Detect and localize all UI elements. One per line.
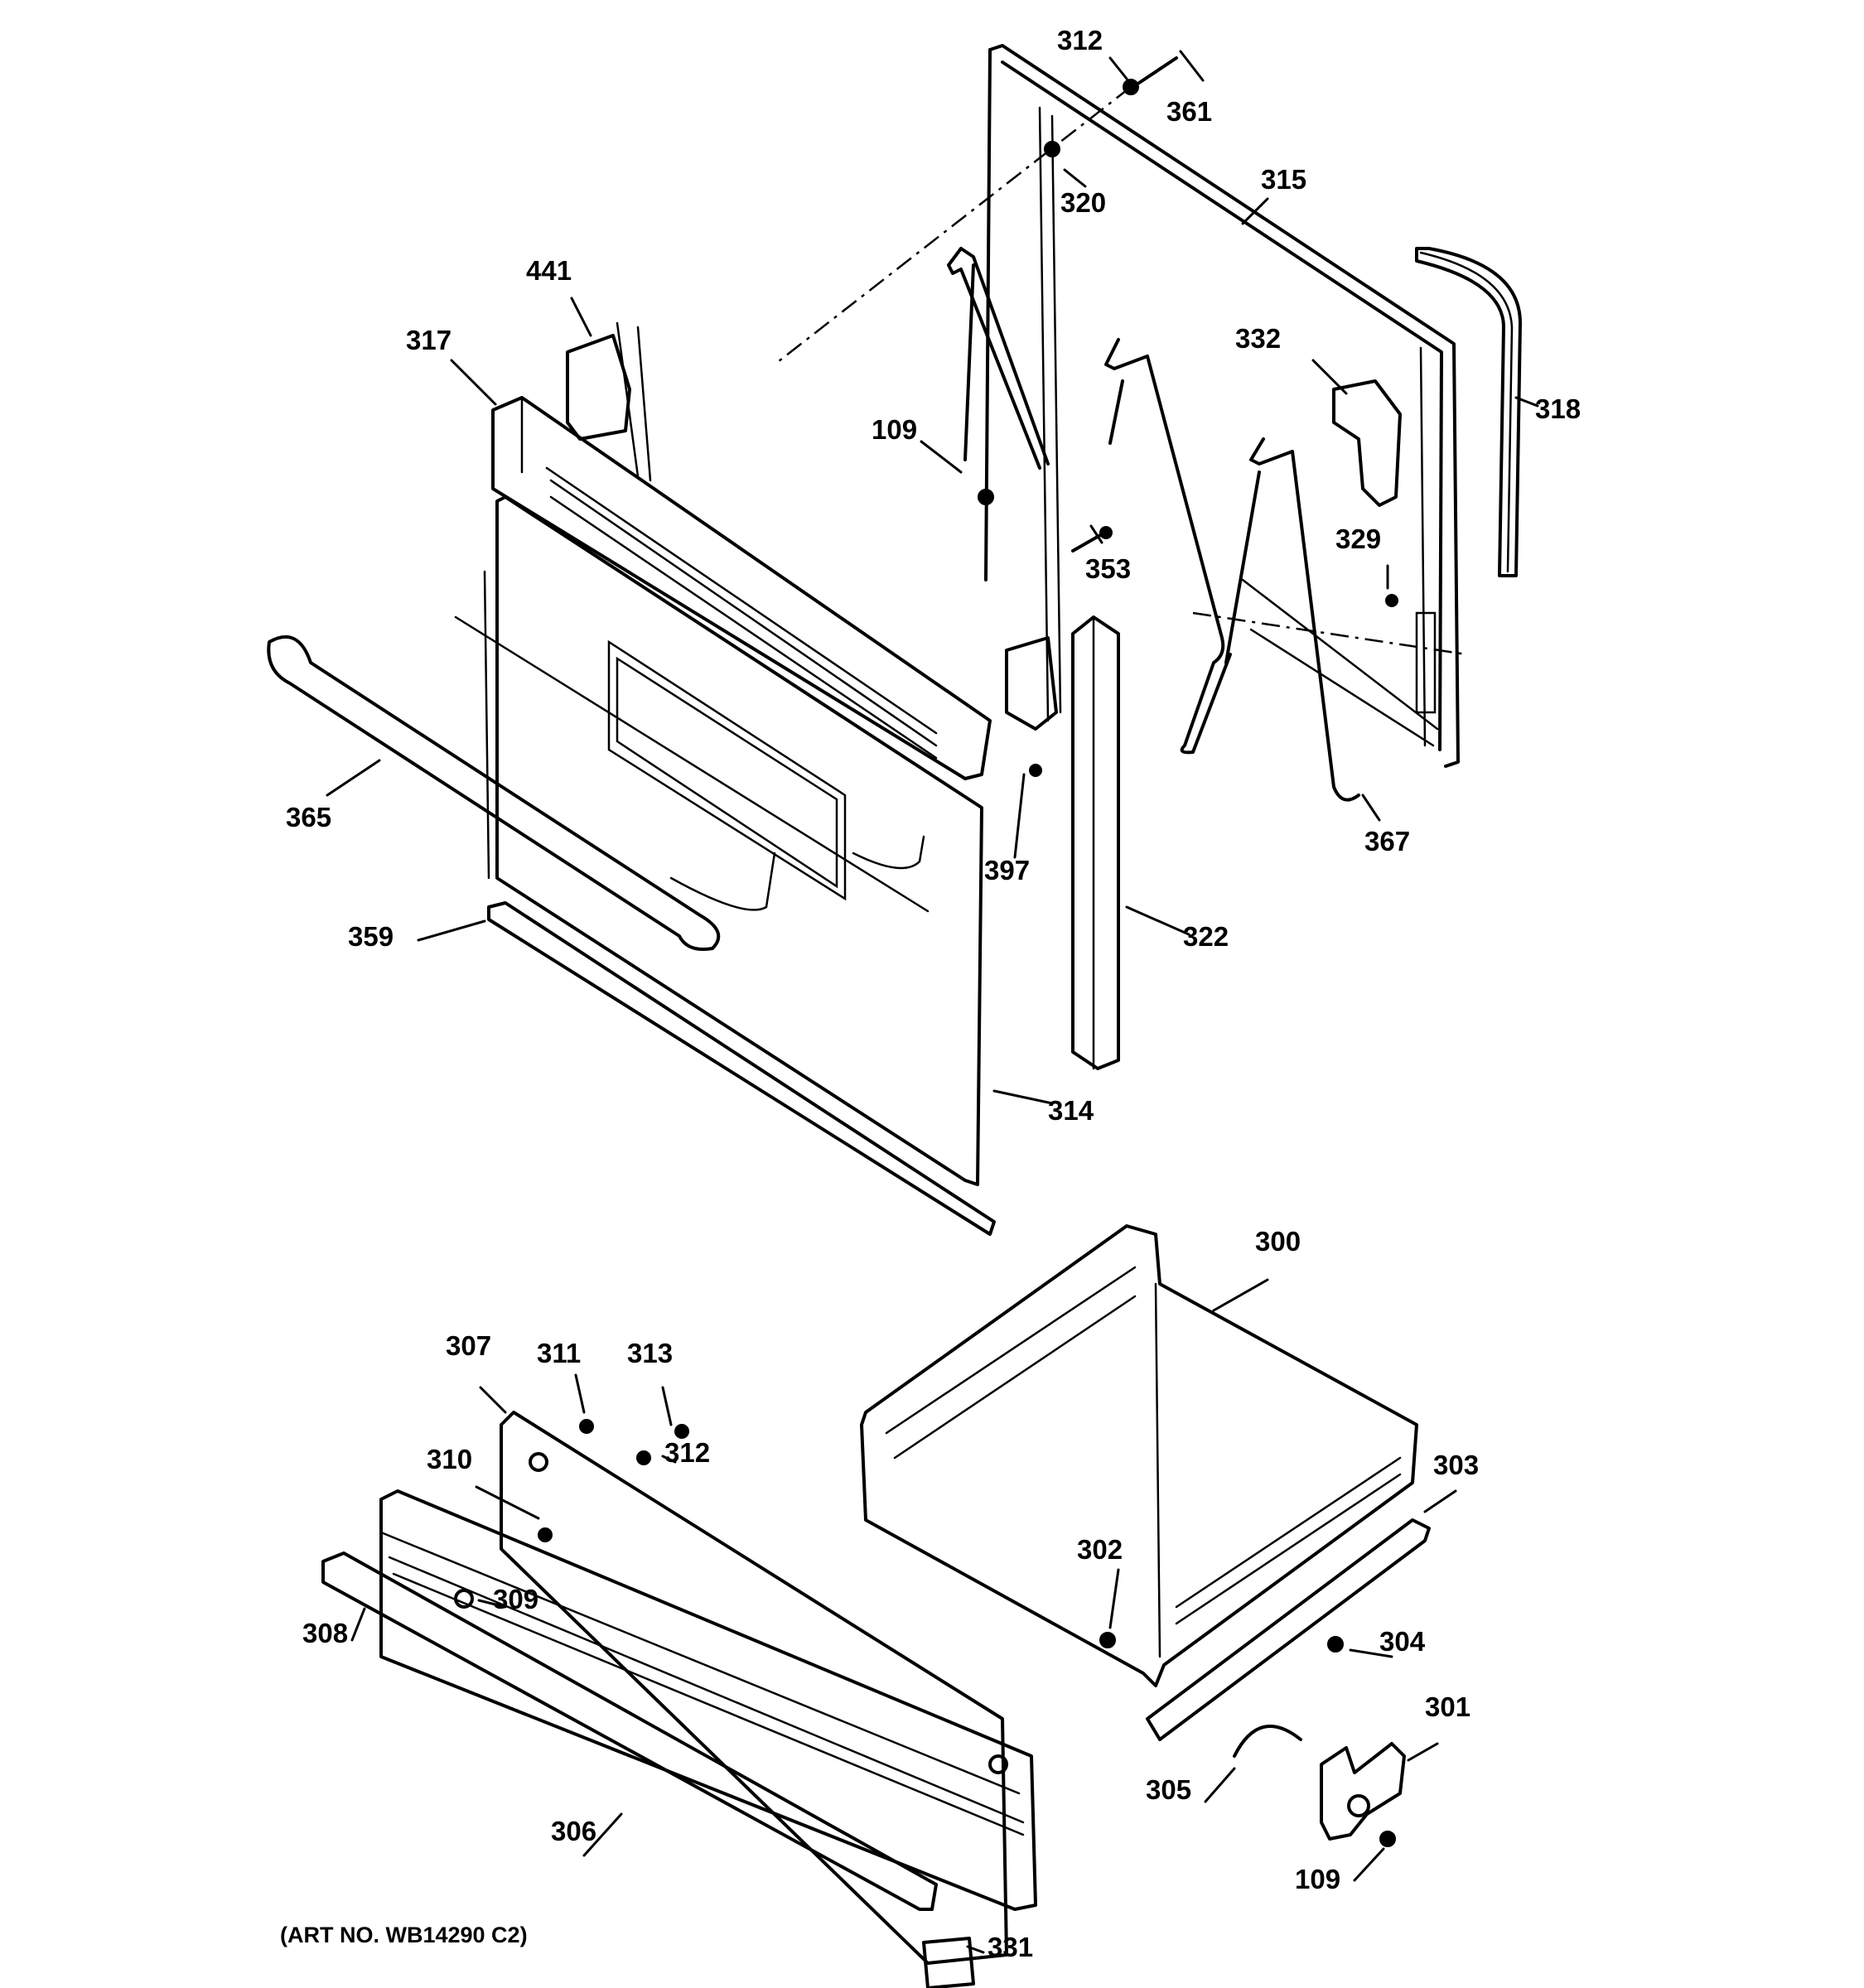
callout-361: 361 <box>1166 96 1212 127</box>
drawer-latch <box>1099 1632 1406 1847</box>
callout-331: 331 <box>988 1932 1033 1962</box>
callout-labels: 312 361 320 315 441 317 332 318 109 353 … <box>280 25 1581 1962</box>
callout-313: 313 <box>627 1338 673 1368</box>
callout-322: 322 <box>1183 921 1229 952</box>
insulation-block <box>1332 379 1402 507</box>
hinge-bracket <box>566 321 652 482</box>
art-number: (ART NO. WB14290 C2) <box>280 1923 528 1947</box>
door-side-trim <box>1005 615 1120 1070</box>
callout-303: 303 <box>1433 1450 1479 1480</box>
callout-300: 300 <box>1255 1226 1301 1257</box>
callout-109-bottom: 109 <box>1295 1864 1340 1894</box>
drawer-front-panel <box>379 1489 1037 1911</box>
callout-305: 305 <box>1146 1774 1191 1805</box>
callout-310: 310 <box>427 1444 472 1474</box>
callout-307: 307 <box>446 1330 491 1361</box>
callout-304: 304 <box>1379 1626 1426 1657</box>
callout-320: 320 <box>1060 187 1106 218</box>
callout-301: 301 <box>1425 1691 1470 1722</box>
callout-441: 441 <box>526 255 572 286</box>
callout-332: 332 <box>1235 323 1281 354</box>
door-hinge-wires <box>947 247 1360 802</box>
door-outer-panel <box>454 495 983 1186</box>
callout-309: 309 <box>493 1584 538 1614</box>
callout-109-top: 109 <box>872 414 917 445</box>
vent-trim-panel <box>491 396 992 780</box>
callout-359: 359 <box>348 921 394 952</box>
door-handle <box>267 635 925 951</box>
callout-315: 315 <box>1261 164 1306 195</box>
drawer-body <box>860 1224 1418 1687</box>
drawer-inner-panel <box>500 1411 1008 1988</box>
alignment-line-right <box>1192 611 1467 656</box>
fasteners-drawer <box>454 1419 689 1609</box>
callout-317: 317 <box>406 325 452 355</box>
callout-353: 353 <box>1085 553 1131 584</box>
callout-314: 314 <box>1048 1095 1094 1126</box>
door-gasket-strip <box>1415 247 1522 577</box>
callout-312-top: 312 <box>1057 25 1103 55</box>
door-bottom-trim <box>487 901 996 1236</box>
callout-367: 367 <box>1364 826 1410 856</box>
callout-302: 302 <box>1077 1534 1123 1565</box>
callout-329: 329 <box>1335 524 1381 554</box>
door-inner-panel <box>984 44 1460 768</box>
callout-306: 306 <box>551 1816 596 1846</box>
callout-397: 397 <box>984 855 1030 885</box>
callout-318: 318 <box>1535 393 1581 424</box>
alignment-line-top <box>774 86 1132 365</box>
drawer-handle <box>321 1551 938 1911</box>
drawer-slide-rail <box>1146 1518 1431 1741</box>
leader-lines <box>326 50 1539 1954</box>
callout-365: 365 <box>286 802 331 832</box>
callout-312-drawer: 312 <box>664 1437 710 1468</box>
callout-308: 308 <box>302 1618 348 1648</box>
callout-311: 311 <box>537 1338 581 1368</box>
